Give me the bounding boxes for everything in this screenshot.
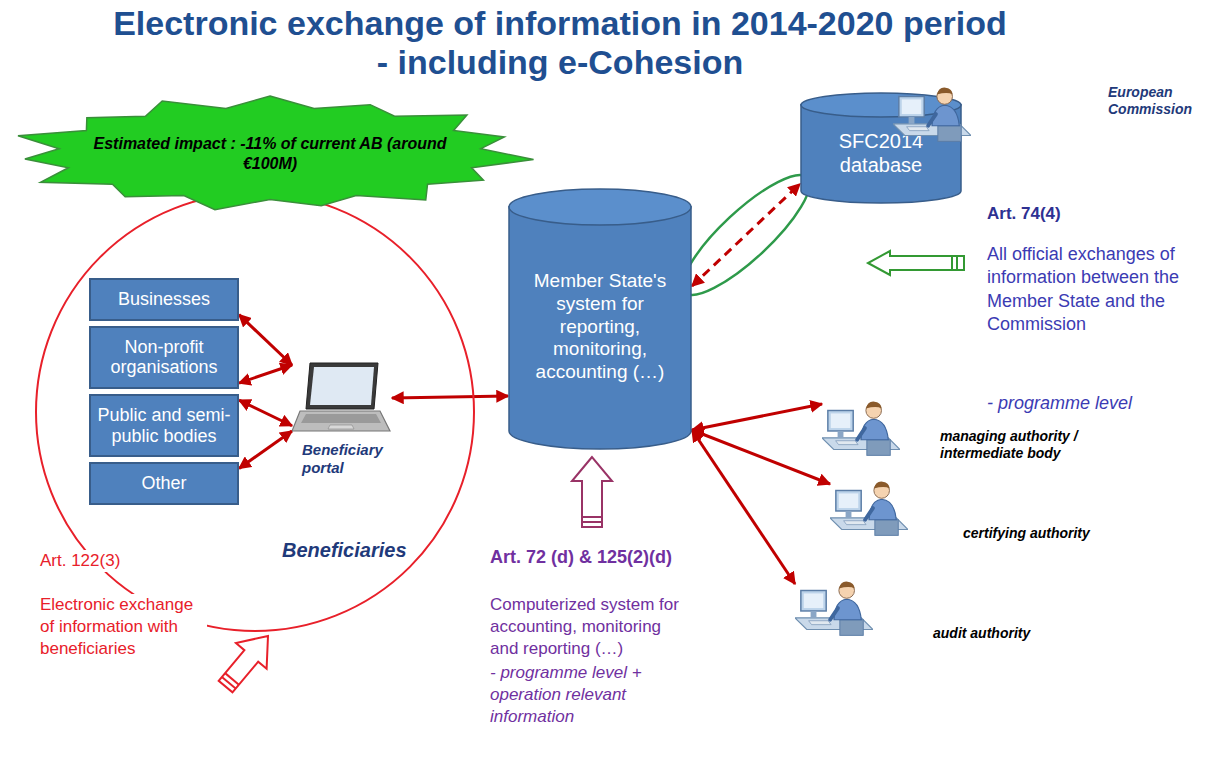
impact-starburst: Estimated impact : -11% of current AB (a… [5,96,535,211]
actor-icon: European Commission [893,84,1203,148]
laptop-drawing [292,363,390,431]
person-icon [822,398,900,462]
person-icon [893,84,971,148]
connector-arrow [239,400,292,426]
connector-arrow [239,365,292,383]
node-text: Beneficiaries [282,539,407,562]
connector-arrow [692,404,822,430]
article-ref: Art. 74(4) [985,203,1063,225]
system-cylinder: Member State's system for reporting, mon… [508,188,692,450]
process-box: Public and semi-public bodies [89,394,239,457]
portal-laptop: Beneficiary portal [292,359,412,477]
connector-arrow [692,430,795,584]
annotation-label: Electronic exchange of information with … [38,594,207,660]
laptop-icon [292,359,392,437]
hollow-arrow [210,623,283,699]
person-drawing [822,402,900,456]
starburst-shape [18,96,534,210]
process-box: Businesses [89,278,239,321]
node-text: European Commission [1108,84,1203,118]
node-text: Beneficiary portal [302,441,412,477]
node-text: Businesses [95,289,233,310]
connector-arrow [692,184,800,286]
person-drawing [893,88,971,142]
node-text: Non-profit organisations [95,337,233,378]
person-drawing [830,482,908,536]
diagram-title: Electronic exchange of information in 20… [110,4,1010,82]
actor-icon: certifying authority [830,478,1113,542]
connector-arrow [239,431,292,468]
person-icon [795,578,873,642]
actor-icon: audit authority [795,578,1063,642]
cylinder-body [509,206,691,449]
annotation-label: - programme level [985,392,1134,415]
process-box: Other [89,462,239,505]
process-box: Non-profit organisations [89,326,239,389]
person-drawing [795,582,873,636]
node-text: certifying authority [963,525,1113,542]
cylinder-top [509,189,691,225]
hollow-arrow [572,457,612,527]
node-text: managing authority / intermediate body [940,428,1100,462]
node-text: Estimated impact : -11% of current AB (a… [85,134,455,174]
node-text: Other [95,473,233,494]
node-text: SFC2014 database [808,129,954,177]
annotation-label: - programme level + operation relevant i… [488,662,687,728]
node-text: audit authority [933,625,1063,642]
connector-arrow [239,315,292,365]
starburst-outline [5,96,535,211]
annotation-label: Computerized system for accounting, moni… [488,594,687,660]
annotation-label: All official exchanges of information be… [985,243,1194,337]
connector-arrow [392,396,508,398]
hollow-arrow [868,251,964,275]
person-icon [830,478,908,542]
article-ref: Art. 122(3) [38,550,122,572]
node-text: Public and semi-public bodies [95,405,233,446]
article-ref: Art. 72 (d) & 125(2)(d) [488,546,674,569]
connector-arrow [692,430,830,484]
node-text: Member State's system for reporting, mon… [516,270,684,384]
